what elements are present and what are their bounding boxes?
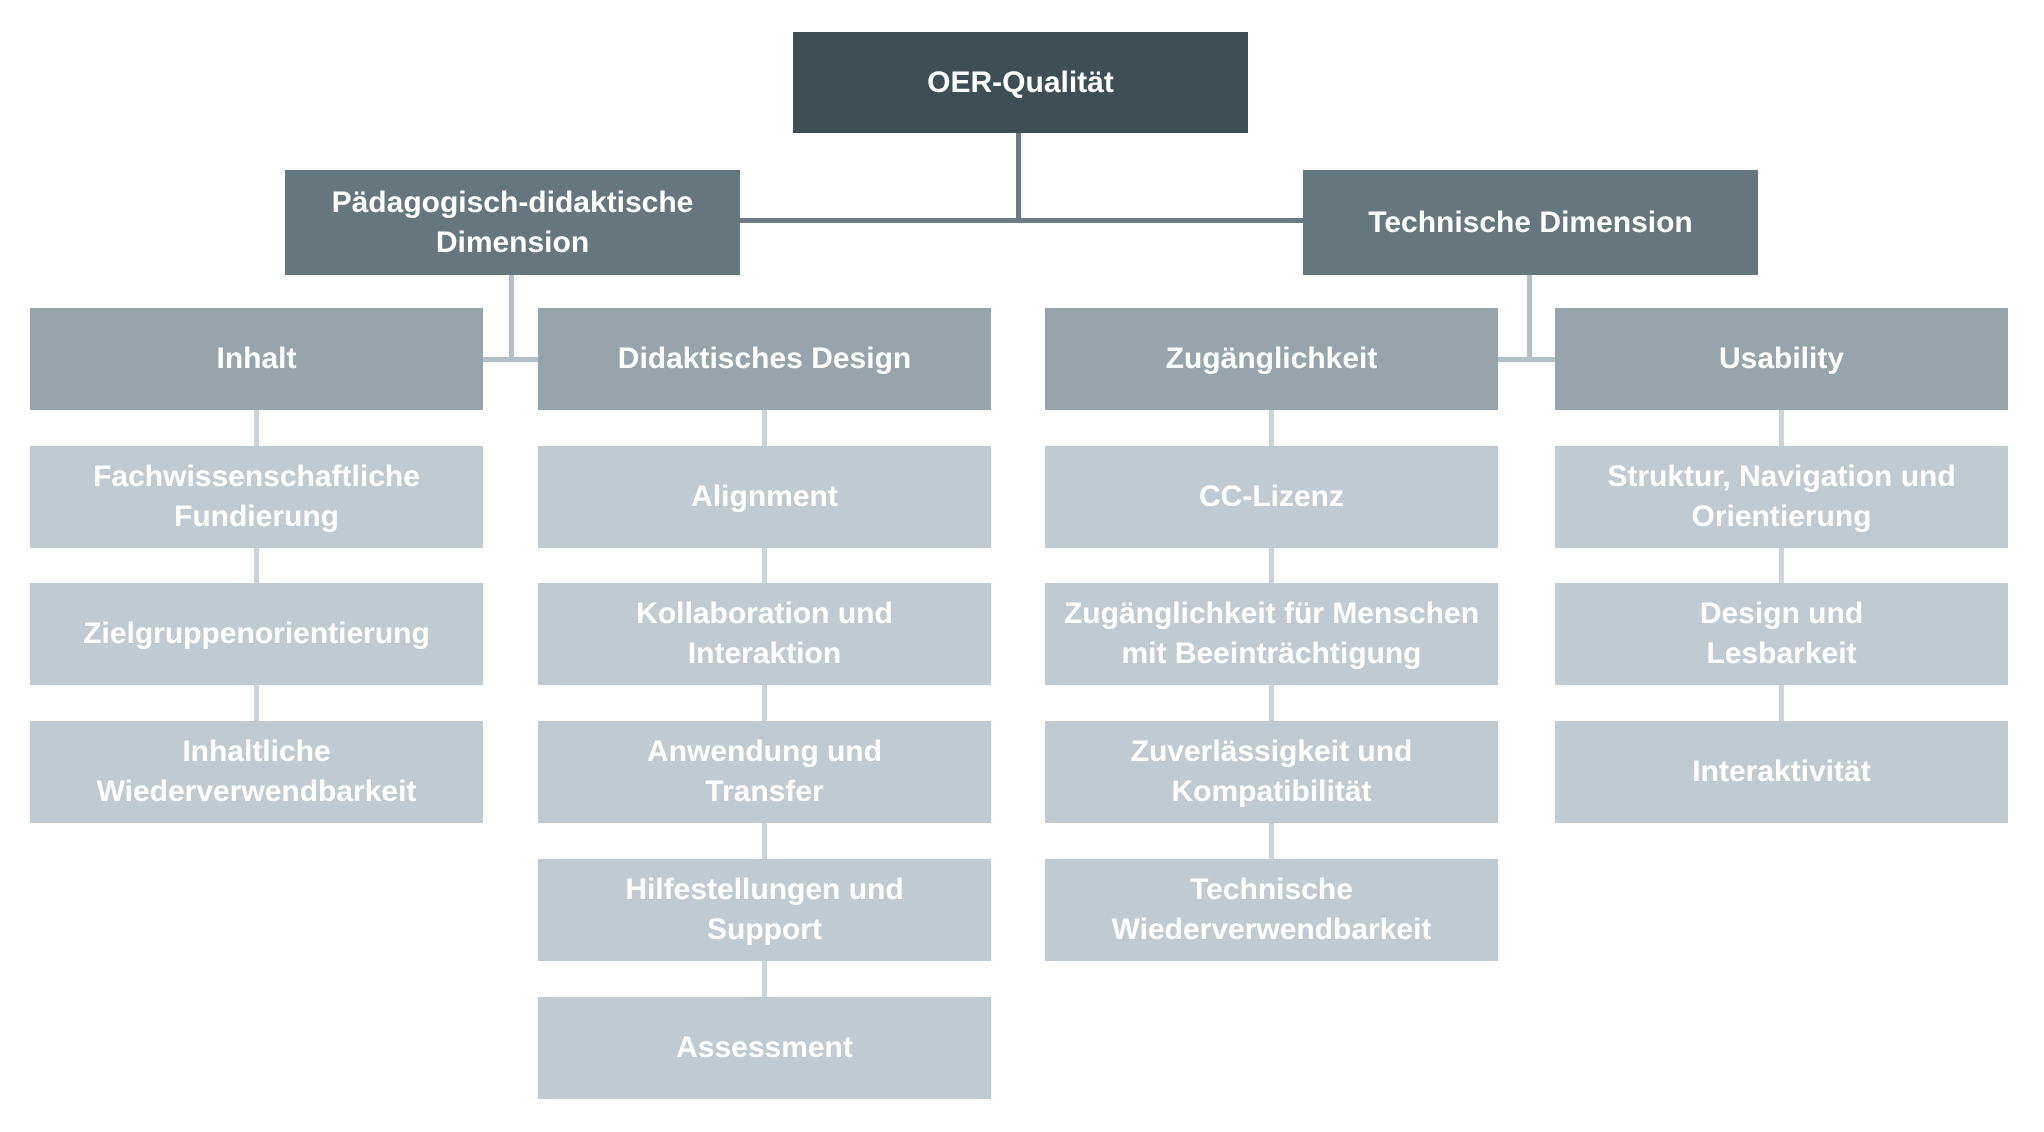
connector-col3-seg1 bbox=[1269, 410, 1274, 446]
connector-col3-seg3 bbox=[1269, 685, 1274, 721]
connector-dim1-horizontal bbox=[483, 357, 538, 362]
node-item-hilfestellungen-und-support: Hilfestellungen und Support bbox=[538, 859, 991, 961]
node-item-interaktivitaet: Interaktivität bbox=[1555, 721, 2008, 823]
node-item-anwendung-und-transfer: Anwendung und Transfer bbox=[538, 721, 991, 823]
node-item-alignment: Alignment bbox=[538, 446, 991, 548]
connector-col3-seg4 bbox=[1269, 823, 1274, 859]
connector-col4-seg2 bbox=[1779, 548, 1784, 583]
node-item-zielgruppenorientierung: Zielgruppenorientierung bbox=[30, 583, 483, 685]
connector-col2-seg3 bbox=[762, 685, 767, 721]
node-item-technische-wiederverwendbarkeit: Technische Wiederverwendbarkeit bbox=[1045, 859, 1498, 961]
connector-col1-seg1 bbox=[254, 410, 259, 446]
node-item-assessment: Assessment bbox=[538, 997, 991, 1099]
node-item-zuverlaessigkeit-und-kompatibilitaet: Zuverlässigkeit und Kompatibilität bbox=[1045, 721, 1498, 823]
connector-dim2-vertical bbox=[1527, 275, 1532, 361]
connector-col1-seg2 bbox=[254, 548, 259, 583]
node-item-inhaltliche-wiederverwendbarkeit: Inhaltliche Wiederverwendbarkeit bbox=[30, 721, 483, 823]
node-item-kollaboration-und-interaktion: Kollaboration und Interaktion bbox=[538, 583, 991, 685]
connector-dim1-vertical bbox=[509, 275, 514, 361]
connector-root-vertical bbox=[1016, 133, 1021, 223]
node-item-design-und-lesbarkeit: Design und Lesbarkeit bbox=[1555, 583, 2008, 685]
connector-root-horizontal bbox=[740, 218, 1304, 223]
connector-col1-seg3 bbox=[254, 685, 259, 721]
node-item-zugaenglichkeit-fuer-menschen-mit-beeintraechtigung: Zugänglichkeit für Menschen mit Beeinträ… bbox=[1045, 583, 1498, 685]
connector-col2-seg1 bbox=[762, 410, 767, 446]
connector-col3-seg2 bbox=[1269, 548, 1274, 583]
node-item-struktur-navigation-und-orientierung: Struktur, Navigation und Orientierung bbox=[1555, 446, 2008, 548]
connector-col2-seg2 bbox=[762, 548, 767, 583]
node-item-cc-lizenz: CC-Lizenz bbox=[1045, 446, 1498, 548]
node-item-fachwissenschaftliche-fundierung: Fachwissenschaftliche Fundierung bbox=[30, 446, 483, 548]
connector-col4-seg1 bbox=[1779, 410, 1784, 446]
node-dimension-paedagogisch-didaktisch: Pädagogisch-didaktische Dimension bbox=[285, 170, 740, 275]
node-oer-qualitaet: OER-Qualität bbox=[793, 32, 1248, 133]
node-category-inhalt: Inhalt bbox=[30, 308, 483, 410]
node-dimension-technisch: Technische Dimension bbox=[1303, 170, 1758, 275]
node-category-usability: Usability bbox=[1555, 308, 2008, 410]
connector-col2-seg4 bbox=[762, 823, 767, 859]
connector-col2-seg5 bbox=[762, 961, 767, 997]
node-category-didaktisches-design: Didaktisches Design bbox=[538, 308, 991, 410]
connector-col4-seg3 bbox=[1779, 685, 1784, 721]
connector-dim2-horizontal bbox=[1498, 357, 1555, 362]
node-category-zugaenglichkeit: Zugänglichkeit bbox=[1045, 308, 1498, 410]
